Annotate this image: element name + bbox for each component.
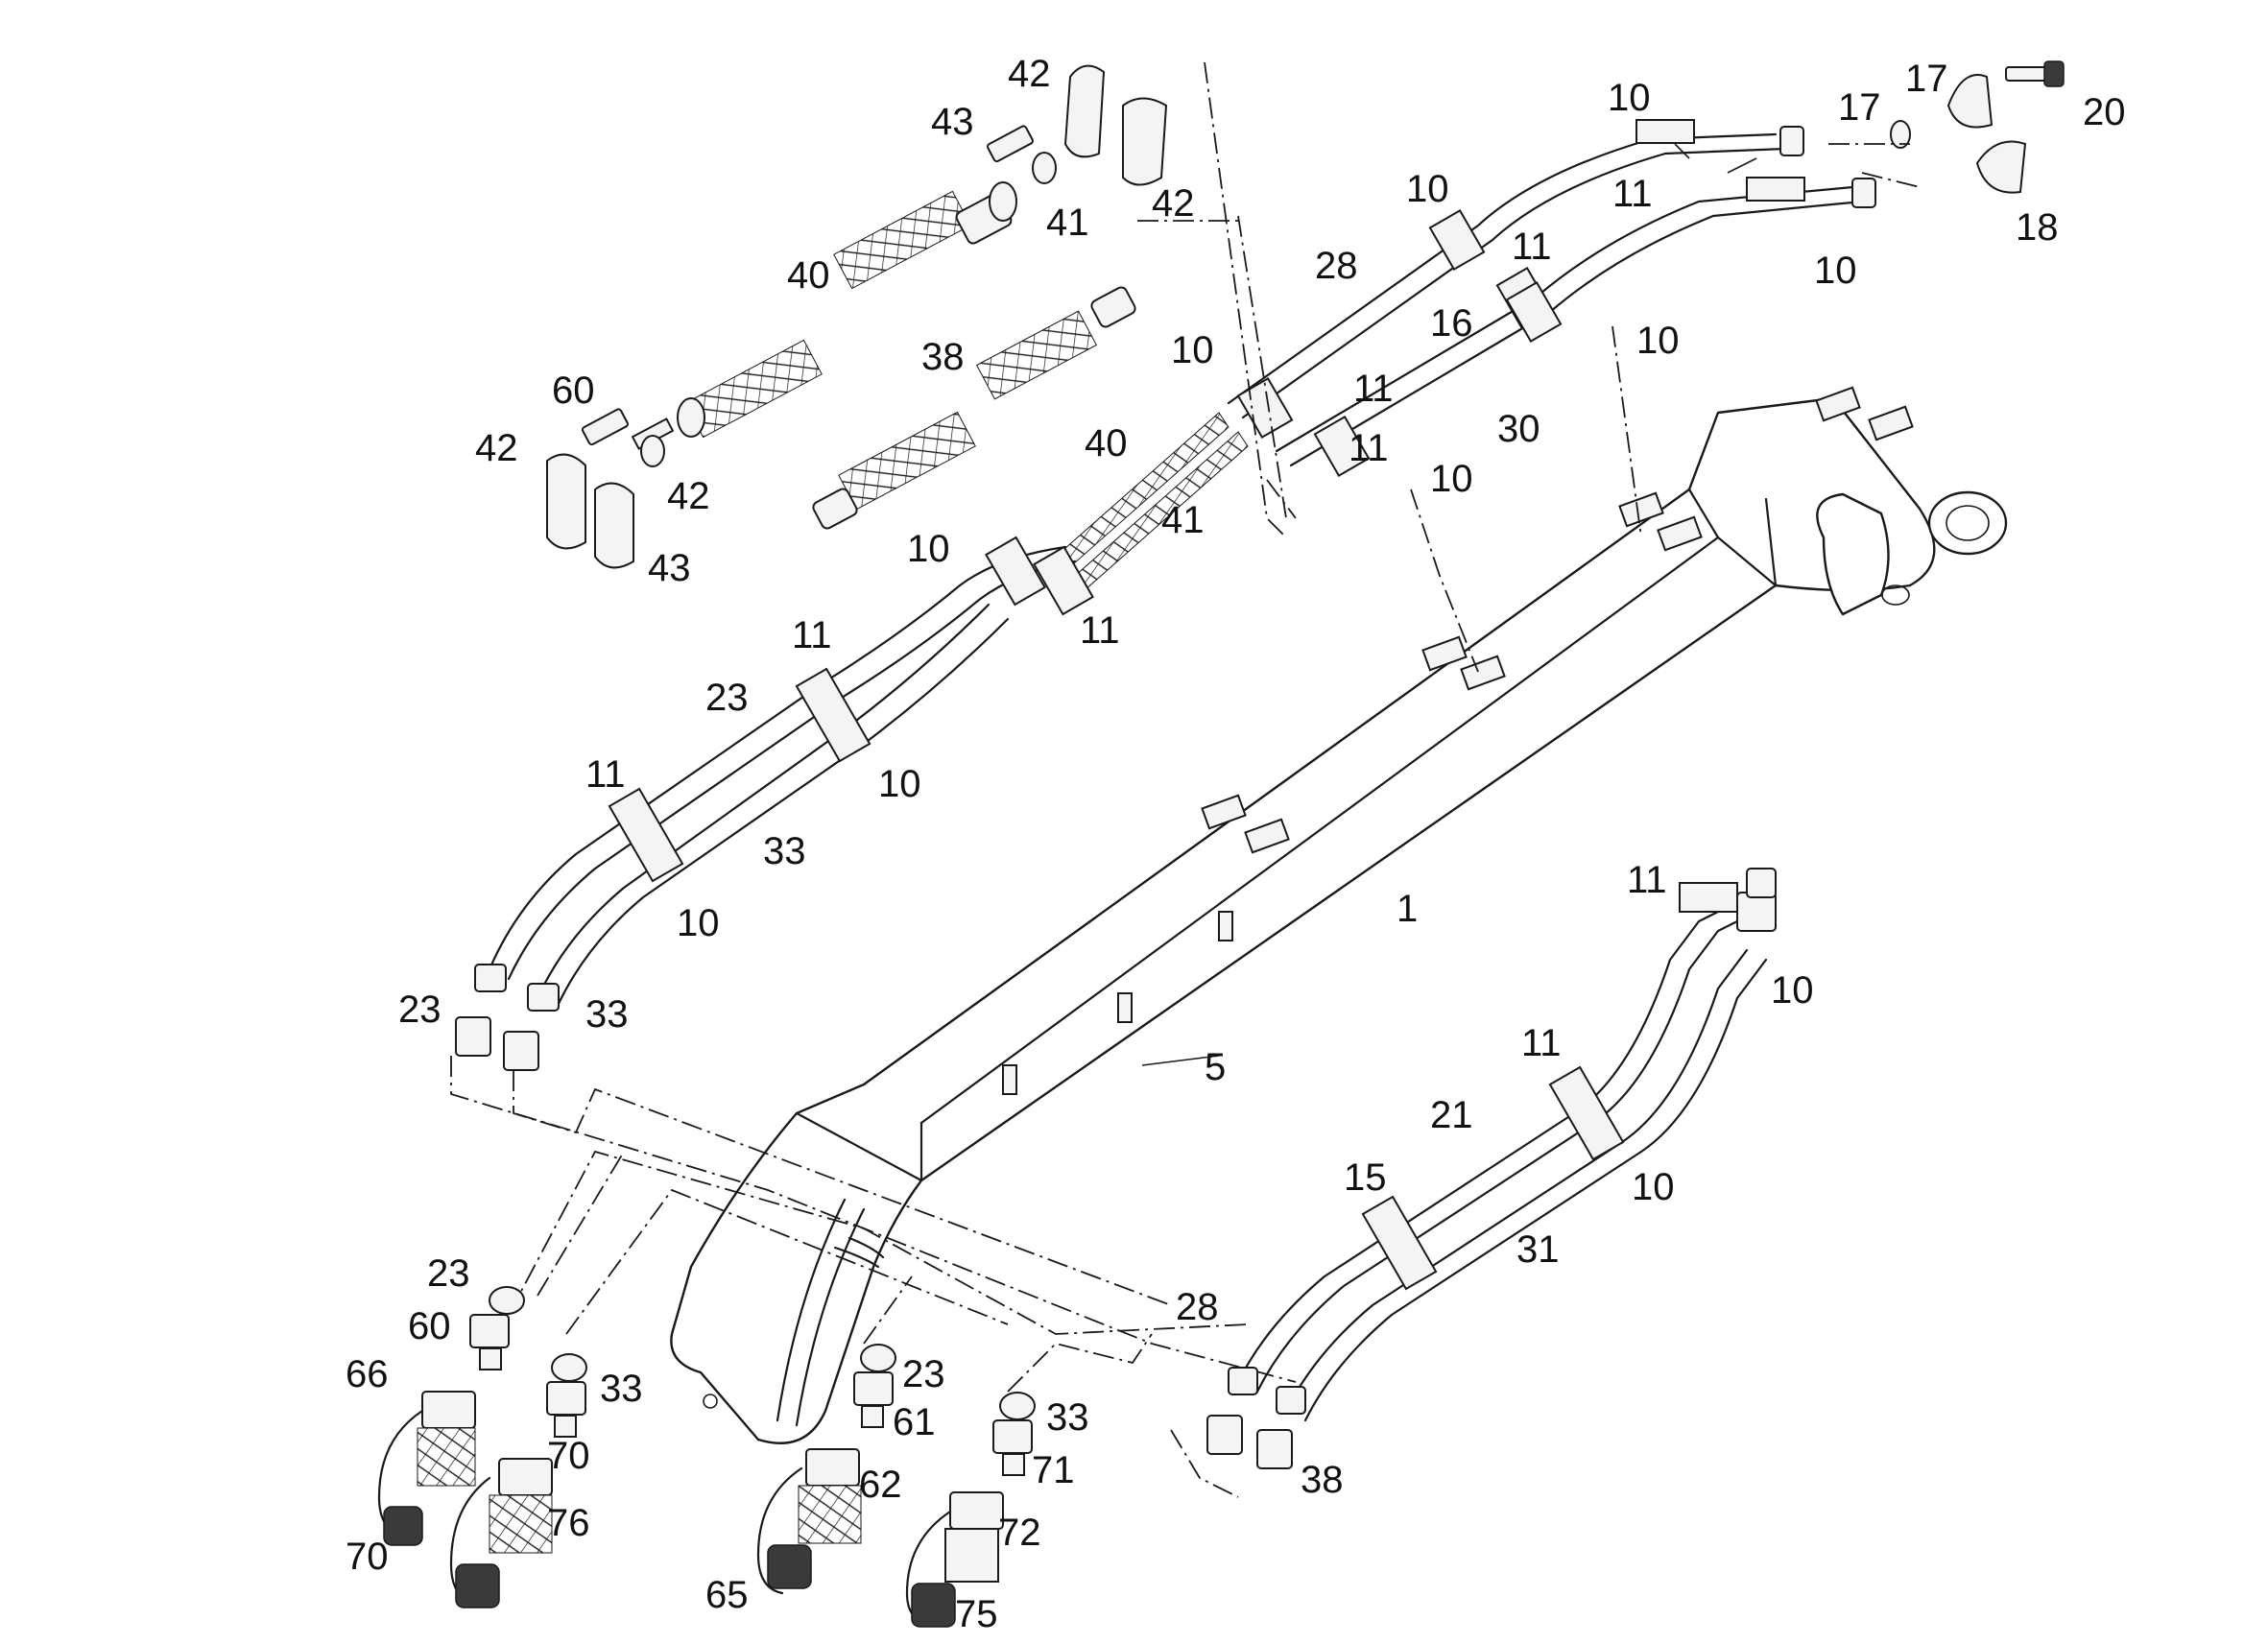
part-label-18: 20 — [2083, 91, 2126, 133]
part-label-16: 17 — [1838, 86, 1881, 129]
part-label-38-b: 40 — [1085, 422, 1128, 465]
part-label-11-b: 11 — [1512, 226, 1552, 268]
part-label-10-c: 10 — [1814, 250, 1857, 292]
part-label-23-d: 28 — [1176, 1286, 1219, 1328]
part-label-10-d: 10 — [1636, 320, 1680, 362]
part-label-40-b: 41 — [1161, 499, 1205, 541]
part-label-11-h: 11 — [1627, 859, 1667, 901]
part-label-11-c: 11 — [1353, 368, 1394, 410]
part-label-40-a: 40 — [787, 254, 830, 297]
part-label-10-i: 10 — [677, 902, 720, 944]
part-label-72: 75 — [955, 1593, 998, 1635]
part-label-33-d: 38 — [1301, 1459, 1344, 1501]
part-label-11-i: 11 — [1521, 1022, 1562, 1064]
part-label-60-b: 61 — [893, 1401, 936, 1443]
part-label-41-a: 41 — [1046, 202, 1089, 244]
part-label-11-f: 11 — [1080, 609, 1120, 652]
part-label-23-a: 23 — [398, 989, 442, 1031]
part-label-65: 66 — [346, 1353, 389, 1395]
part-label-20: 21 — [1430, 1094, 1473, 1136]
part-label-10-a: 10 — [1608, 77, 1651, 119]
part-label-28-a: 28 — [1315, 245, 1358, 287]
part-label-62: 65 — [705, 1574, 749, 1616]
part-label-15: 16 — [1430, 302, 1473, 345]
part-label-5: 5 — [1205, 1046, 1226, 1088]
part-label-10-h: 10 — [878, 763, 921, 805]
right-pipe-assembly — [1170, 868, 1777, 1498]
part-label-11-j: 15 — [1344, 1156, 1387, 1199]
boom-clip-group — [1201, 386, 1914, 854]
part-label-42-d: 43 — [648, 547, 691, 589]
part-label-21: 23 — [705, 677, 749, 719]
part-label-28-b: 30 — [1497, 408, 1540, 450]
part-label-1: 1 — [1397, 888, 1418, 930]
part-label-66: 70 — [346, 1536, 389, 1578]
part-label-33-c: 33 — [1046, 1396, 1089, 1439]
part-label-38-a: 38 — [921, 336, 965, 378]
part-label-23-c: 23 — [902, 1353, 945, 1395]
part-label-11-a: 11 — [1612, 173, 1653, 215]
part-label-33-a: 33 — [585, 993, 629, 1036]
part-label-33-b: 33 — [600, 1368, 643, 1410]
left-pipe-assembly — [450, 536, 1297, 1383]
part-label-10-g: 10 — [907, 528, 950, 570]
boom-arm — [670, 386, 2008, 1444]
quick-coupler-group — [377, 1151, 1153, 1628]
part-label-11-e: 11 — [792, 614, 832, 656]
part-label-17-a: 17 — [1905, 58, 1948, 100]
part-label-23-b: 23 — [427, 1252, 470, 1295]
part-label-70-a: 70 — [547, 1435, 590, 1477]
part-label-10-e: 10 — [1171, 329, 1214, 371]
part-label-60-a: 60 — [408, 1305, 451, 1347]
part-label-61: 62 — [859, 1464, 902, 1506]
hose-assembly — [546, 61, 1287, 591]
part-label-41-b: 42 — [667, 475, 710, 517]
part-label-11-g: 11 — [585, 753, 626, 796]
part-label-10-k: 10 — [1632, 1166, 1675, 1208]
part-label-42-c: 42 — [475, 427, 518, 469]
part-label-71: 72 — [998, 1512, 1041, 1554]
part-label-70-b: 71 — [1032, 1449, 1075, 1491]
part-label-42-b: 42 — [1152, 182, 1195, 225]
part-label-31: 33 — [763, 830, 806, 872]
part-label-42-a: 42 — [1008, 53, 1051, 95]
part-label-17-b: 18 — [2016, 206, 2059, 249]
part-label-75: 76 — [547, 1502, 590, 1544]
leader-lines — [1141, 143, 1757, 1066]
part-label-43-b: 60 — [552, 369, 595, 412]
part-label-43-a: 43 — [931, 101, 974, 143]
part-label-11-d: 11 — [1349, 427, 1389, 469]
part-label-30: 31 — [1516, 1228, 1560, 1271]
upper-pipe-assembly — [1227, 60, 2065, 673]
part-label-10-j: 10 — [1771, 969, 1814, 1012]
part-labels: 1 5 10 10 10 10 10 10 10 10 10 10 10 11 … — [346, 53, 2126, 1635]
part-label-10-b: 10 — [1406, 168, 1449, 210]
part-label-10-f: 10 — [1430, 458, 1473, 500]
